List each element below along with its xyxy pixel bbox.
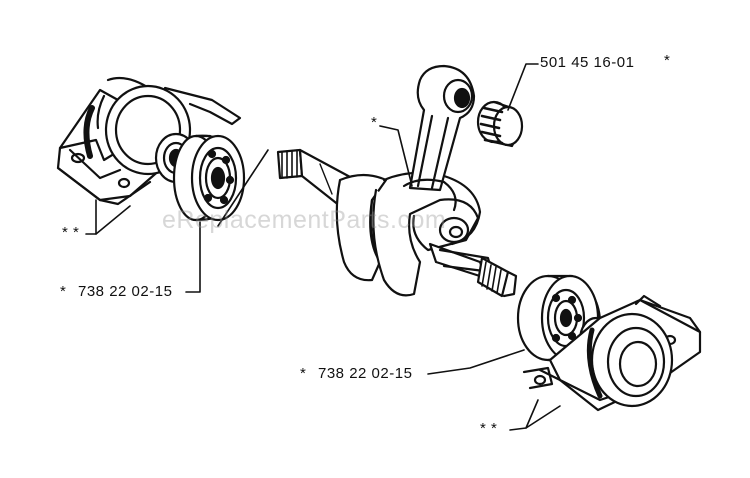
- crankshaft: [276, 148, 518, 298]
- left-bearing-asterisk: *: [60, 283, 67, 300]
- right-bearing-part-number: 738 22 02-15: [318, 365, 413, 382]
- left-housing-double-asterisk: * *: [62, 224, 80, 241]
- top-part-asterisk: *: [664, 52, 671, 69]
- watermark-text: eReplacementParts.com: [162, 206, 447, 234]
- right-bearing-asterisk: *: [300, 365, 307, 382]
- needle-bearing-cage: [476, 100, 524, 148]
- left-ball-bearing: [172, 134, 246, 222]
- left-bearing-part-number: 738 22 02-15: [78, 283, 173, 300]
- connecting-rod: [402, 64, 476, 212]
- leader-lines: [85, 63, 561, 431]
- crankshaft-asterisk: *: [371, 114, 378, 131]
- top-part-number-label: 501 45 16-01: [540, 54, 635, 71]
- right-housing-double-asterisk: * *: [480, 420, 498, 437]
- right-bearing-housing: [522, 294, 702, 412]
